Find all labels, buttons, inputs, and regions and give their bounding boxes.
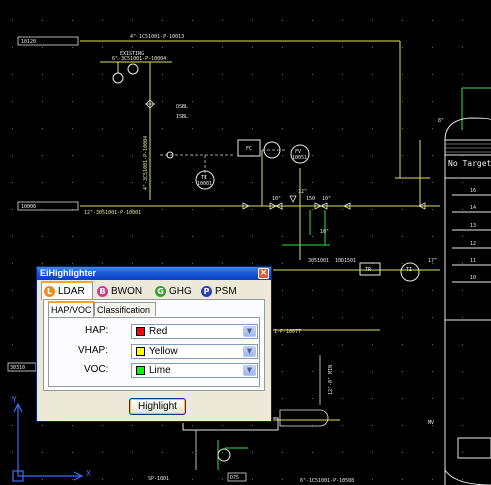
line-label-10077: 1-P-10077 (274, 329, 301, 335)
axis-x-label: X (86, 469, 91, 478)
tab-bwon[interactable]: B BWON (95, 283, 153, 299)
tray-11: 11 (470, 258, 476, 264)
ldar-tab-panel: HAP/VOC Classification HAP: Red ▼ VHAP: … (43, 299, 265, 391)
voc-color-select[interactable]: Lime ▼ (131, 363, 258, 378)
tray-12: 12 (470, 241, 476, 247)
fv-tag: FV (295, 149, 301, 155)
tray-13: 13 (470, 223, 476, 229)
ti2-tag: TI (406, 267, 412, 273)
size-label-150: 150 (306, 196, 315, 202)
hap-label: HAP: (85, 325, 109, 336)
size-label-10c: 10" (320, 229, 329, 235)
size-label-17: 17" (428, 258, 437, 264)
box-label-left-low: 30310 (10, 365, 25, 371)
eihighlighter-dialog: EiHighlighter × L LDAR B BWON G GHG P PS… (36, 266, 272, 422)
voc-color-value: Lime (149, 365, 171, 376)
line-label-right-2: 10D1501 (335, 258, 356, 264)
tab-label: LDAR (58, 286, 85, 297)
tray-16: 16 (470, 188, 476, 194)
vhap-color-select[interactable]: Yellow ▼ (131, 344, 258, 359)
box-label-bottom: D75 (230, 475, 239, 481)
size-label-12: 12" (298, 189, 307, 195)
ldar-icon: L (44, 286, 55, 297)
box-label-top-left: 10120 (21, 39, 36, 45)
tab-label: BWON (111, 285, 143, 297)
psm-icon: P (201, 285, 212, 297)
hap-color-select[interactable]: Red ▼ (131, 324, 258, 339)
vhap-color-value: Yellow (149, 346, 178, 357)
color-swatch (136, 347, 145, 356)
osbl-label: OSBL (176, 104, 188, 110)
tr-tag: TR (365, 267, 372, 273)
chevron-down-icon[interactable]: ▼ (243, 346, 256, 357)
mv-tag: MV (428, 420, 434, 426)
ti-number: 10001 (197, 181, 212, 187)
line-label-mid: 12"-3051001-P-10001 (84, 210, 141, 216)
line-label-right: 3051001 (308, 258, 329, 264)
hap-color-value: Red (149, 326, 168, 337)
existing-label: EXISTING (120, 51, 144, 57)
hap-voc-panel: HAP: Red ▼ VHAP: Yellow ▼ VOC: Lime ▼ (48, 317, 260, 387)
tab-label: PSM (215, 285, 237, 297)
line-label-bottom: 6"-1C51001-P-10508 (300, 478, 354, 484)
axis-y-label: Y (12, 395, 17, 404)
tray-10: 10 (470, 275, 476, 281)
tab-psm[interactable]: P PSM (199, 283, 245, 299)
dialog-title: EiHighlighter (40, 268, 96, 278)
fv-number: 10051 (292, 155, 307, 161)
tab-ldar[interactable]: L LDAR (41, 281, 93, 300)
highlight-button[interactable]: Highlight (129, 398, 186, 415)
color-swatch (136, 366, 145, 375)
subtab-classification[interactable]: Classification (94, 302, 156, 316)
subtab-label: HAP/VOC (51, 305, 92, 315)
color-swatch (136, 327, 145, 336)
tab-label: GHG (169, 285, 192, 297)
chevron-down-icon[interactable]: ▼ (243, 365, 256, 376)
bwon-icon: B (97, 285, 108, 297)
dialog-title-bar[interactable]: EiHighlighter × (37, 267, 271, 280)
vertical-line-label: 4"-3C51001-P-10004 (143, 136, 149, 190)
ti-tag: TI (201, 175, 207, 181)
voc-label: VOC: (84, 364, 109, 375)
isbl-label: ISBL (176, 114, 188, 120)
vessel-text: No Target (448, 159, 491, 168)
line-label-top: 4"-1C51001-P-10013 (130, 34, 184, 40)
sp-line-label: SP-1001 (148, 476, 169, 482)
size-label-10a: 10" (272, 196, 281, 202)
box-label-mid-left: 10000 (21, 204, 36, 210)
close-icon: × (259, 268, 268, 278)
fc-tag: FC (246, 146, 252, 152)
chevron-down-icon[interactable]: ▼ (243, 326, 256, 337)
size-label-8: 8" (438, 118, 444, 124)
vhap-label: VHAP: (78, 345, 109, 356)
line-label-existing: 6"-3C51001-P-10004 (112, 56, 166, 62)
subtab-hap-voc[interactable]: HAP/VOC (48, 301, 94, 317)
tab-ghg[interactable]: G GHG (153, 283, 199, 299)
tray-14: 14 (470, 205, 476, 211)
vertical-min-label: 12"-0" MIN (328, 365, 334, 395)
ghg-icon: G (155, 285, 166, 297)
subtab-label: Classification (97, 304, 151, 315)
close-button[interactable]: × (258, 268, 269, 279)
size-label-10b: 10" (322, 196, 331, 202)
